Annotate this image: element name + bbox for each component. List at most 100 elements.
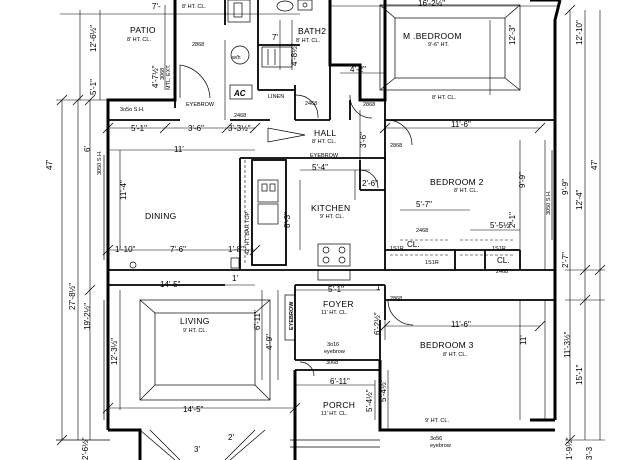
- closet-b-label: CL.: [497, 256, 509, 265]
- dim-dining-11: 11': [174, 145, 184, 154]
- dim-patio-4-7: 4'-7½": [151, 65, 160, 88]
- dim-right-2-7: 2'-7": [561, 252, 570, 268]
- dim-row-5-1: 5'-1": [131, 124, 147, 133]
- dim-living-14-5b: 14'-5": [183, 405, 204, 414]
- exterior-walls: [106, 0, 562, 460]
- dim-patio-5-1: 5'-1": [89, 79, 98, 95]
- dim-dining-11-4: 11'-4": [119, 180, 128, 200]
- dim-b3-11-6: 11'-6": [451, 320, 471, 329]
- bath2-ceiling: 8' HT. CL.: [296, 38, 320, 44]
- porch-ceiling-note: 9' HT. CL.: [425, 418, 449, 424]
- eyebrow-window-line1: 3o16: [327, 342, 339, 348]
- fridge-icon: [317, 269, 351, 281]
- shelf-b-label: 1S1R: [425, 260, 439, 266]
- dim-right-9-9: 9'-9": [561, 179, 570, 195]
- dim-right-47: 47': [590, 159, 599, 170]
- dim-b2-9-9: 9'-9": [518, 172, 527, 188]
- dim-row-11-6: 11'-6": [451, 120, 471, 129]
- fixtures: [103, 0, 553, 420]
- dim-kit-2-6: 2'-6": [362, 179, 378, 188]
- notes: w/h AC LINEN EYEBROW EYEBROW 3o5o S.H. E…: [97, 42, 552, 449]
- dim-foyer-1: 1': [376, 283, 382, 292]
- ac-unit-icon: [229, 84, 253, 100]
- dim-row-3-6: 3'-6": [188, 124, 204, 133]
- porch-ceiling: 11' HT. CL.: [321, 411, 348, 417]
- dim-right-11-3: 11'-3½": [563, 331, 572, 358]
- dim-top-12-10: 12'-10": [575, 20, 584, 45]
- room-bedroom-2: BEDROOM 2: [430, 177, 484, 187]
- hall-ceiling: 8' HT. CL.: [312, 139, 336, 145]
- door-2868-mb: 2868: [390, 143, 402, 149]
- laundry-ceiling: 8' HT. CL.: [182, 4, 206, 10]
- dim-row-3-3: 3'-3½": [228, 124, 251, 133]
- dim-living-1: 1': [232, 274, 238, 283]
- bottom-window-line2: eyebrow: [430, 443, 451, 449]
- dim-bottom-2: 2': [228, 433, 234, 442]
- patio-door-swing: [179, 64, 211, 99]
- shelf-a-label: 1S1R: [390, 246, 404, 252]
- living-eyebrow-label: EYEBROW: [289, 301, 295, 330]
- dim-dining-7-6: 7'-6": [170, 245, 186, 254]
- door-2868-foyer: 2868: [390, 296, 402, 302]
- dim-left-6: 6': [83, 146, 92, 152]
- dim-hall-3-6: 3'-6": [359, 132, 368, 148]
- dim-left-19-2: 19'-2½": [83, 303, 92, 330]
- room-kitchen: KITCHEN: [311, 203, 350, 213]
- door-2468-bath: 2468: [305, 101, 317, 107]
- water-heater-icon: [230, 45, 250, 65]
- room-living: LIVING: [180, 316, 210, 326]
- kitchen-ceiling: 9' HT. CL.: [320, 214, 344, 220]
- window-sh-right-label: 3050 S.H.: [546, 190, 552, 215]
- patio-eyebrow-label: EYEBROW: [186, 102, 215, 108]
- dim-kit-5-4: 5'-4": [312, 163, 328, 172]
- dimension-labels: 16'-2½" 7'- 12'-6½" 12'-10" 5'-1" 4'-7½"…: [45, 0, 599, 460]
- washer-icon: [227, 0, 251, 23]
- dim-porch-6-11: 6'-11": [330, 377, 350, 386]
- dim-b2-5-7: 5'-7": [416, 200, 432, 209]
- mtl-ext-label: MTL. EXT.: [166, 64, 172, 90]
- dim-bottom-2-6: 2'-6½": [81, 437, 90, 460]
- shelf-c-label: 1S1R: [492, 246, 506, 252]
- water-heater-label: w/h: [231, 55, 241, 61]
- living-ceiling: 9' HT. CL.: [183, 328, 207, 334]
- dim-bath-4-8: 4'-8½": [290, 43, 299, 66]
- window-sh-label: 3o5o S.H.: [120, 107, 145, 113]
- ac-label: AC: [233, 89, 246, 98]
- interior-walls: [108, 0, 555, 371]
- dim-living-12-3: 12'-3½": [110, 338, 119, 365]
- door-2868-patio: 2868: [192, 42, 204, 48]
- master-ceiling-2: 8' HT. CL.: [432, 95, 456, 101]
- mtl-ext-code: 3068: [160, 68, 166, 80]
- dim-kit-8-3: 8'-3": [283, 212, 292, 228]
- tub-icon: [261, 46, 293, 68]
- dim-dining-1-8: 1'-8": [228, 245, 244, 254]
- foyer-ceiling: 11' HT. CL.: [321, 310, 348, 316]
- dim-b3-11: 11': [519, 335, 528, 345]
- room-labels: PATIO 8' HT. CL. 8' HT. CL. BATH2 8' HT.…: [127, 4, 484, 417]
- bedroom3-ceiling: 8' HT. CL.: [443, 352, 467, 358]
- dim-top-16-2: 16'-2½": [418, 0, 445, 8]
- dim-living-6-11: 6'-11": [253, 310, 262, 330]
- door-2868-hall: 2868: [363, 102, 375, 108]
- toilet-icon: [276, 0, 294, 12]
- stove-icon: [317, 243, 351, 267]
- dim-top-12-6: 12'-6½": [89, 25, 98, 52]
- door-2468-cl2: 2468: [496, 269, 508, 275]
- dim-right-15-1: 15'-1": [575, 364, 584, 385]
- door-3068: 3068: [326, 360, 338, 366]
- room-master-bedroom: M .BEDROOM: [403, 31, 462, 41]
- dim-foyer-5-1: 5'-1": [328, 285, 344, 294]
- bar-top-label: 42" HT. BAR TOP: [245, 211, 251, 255]
- dim-bottom-3: 3': [194, 445, 200, 454]
- door-2468-ac: 2468: [234, 113, 246, 119]
- patio-ceiling: 8' HT. CL.: [127, 37, 151, 43]
- dim-porch-5-4: 5'-4½": [365, 389, 374, 412]
- room-dining: DINING: [145, 211, 177, 221]
- dim-mb-12-3: 12'-3": [508, 24, 517, 45]
- dim-living-4-9: 4'-9": [265, 334, 274, 350]
- room-porch: PORCH: [323, 400, 355, 410]
- room-bedroom-3: BEDROOM 3: [420, 340, 474, 350]
- dim-left-27-8: 27'-8½": [68, 283, 77, 310]
- bath-sink-icon: [297, 0, 313, 11]
- dim-foyer-6-2: 6'-2½": [373, 312, 382, 335]
